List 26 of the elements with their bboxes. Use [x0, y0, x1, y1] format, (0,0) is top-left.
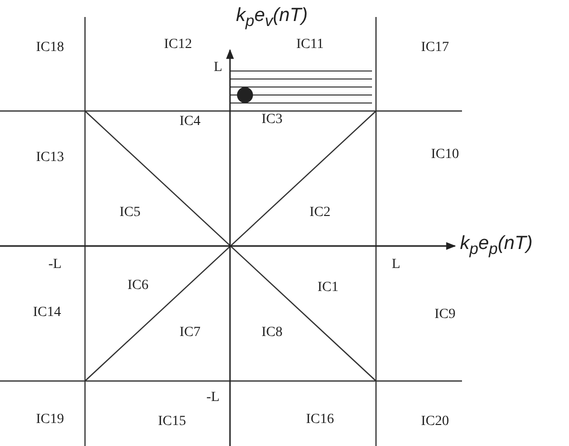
region-label: L [392, 258, 400, 272]
region-label: IC7 [180, 326, 200, 340]
region-label: IC9 [434, 308, 456, 322]
region-label: IC11 [296, 38, 324, 52]
axis-label: k$_{p}$e$_{p}$(nT) [460, 234, 533, 258]
axis-label: k$_{p}$e$_{v}$(nT) [236, 6, 308, 30]
region-label: IC6 [128, 279, 148, 293]
region-label: -L [206, 391, 220, 405]
region-label: IC4 [180, 115, 200, 129]
region-label: L [214, 61, 222, 75]
region-label: IC5 [120, 206, 140, 220]
region-label: IC2 [310, 206, 330, 220]
region-label: IC3 [262, 113, 282, 127]
region-label: IC8 [262, 326, 282, 340]
region-label: IC15 [158, 415, 186, 429]
region-label: IC19 [36, 413, 64, 427]
region-label: -L [48, 258, 62, 272]
region-label: IC14 [33, 306, 61, 320]
region-label: IC13 [36, 151, 64, 165]
region-label: IC18 [36, 41, 64, 55]
region-label: IC10 [431, 148, 459, 162]
region-label: IC16 [306, 413, 334, 427]
region-label: IC20 [421, 415, 449, 429]
region-label: IC17 [421, 41, 449, 55]
region-label: IC1 [318, 281, 338, 295]
region-label: IC12 [164, 38, 192, 52]
